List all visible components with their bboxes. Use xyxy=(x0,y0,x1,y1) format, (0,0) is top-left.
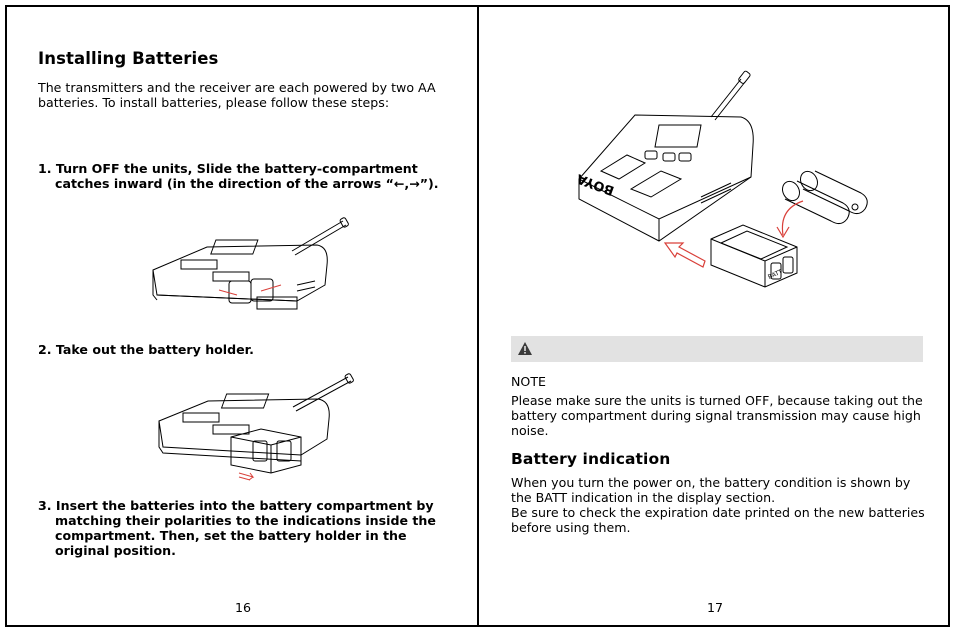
step-2: 2. Take out the battery holder. xyxy=(38,342,254,357)
step-3-line-3: compartment. Then, set the battery holde… xyxy=(55,528,407,543)
step-3-line-2: matching their polarities to the indicat… xyxy=(55,513,436,528)
intro-line-2: batteries. To install batteries, please … xyxy=(38,95,390,110)
note-line-2: battery compartment during signal transm… xyxy=(511,408,921,423)
step-3-line-1: 3. Insert the batteries into the battery… xyxy=(38,498,434,513)
body-line-3: Be sure to check the expiration date pri… xyxy=(511,505,925,520)
battery-indication-heading: Battery indication xyxy=(511,450,671,468)
step-3-line-4: original position. xyxy=(55,543,176,558)
note-line-1: Please make sure the units is turned OFF… xyxy=(511,393,923,408)
device-brand-label: BOYA xyxy=(575,170,617,197)
note-paragraph: Please make sure the units is turned OFF… xyxy=(511,393,923,438)
warning-triangle-icon xyxy=(518,342,532,355)
page-number-17: 17 xyxy=(707,600,724,615)
body-line-2: the BATT indication in the display secti… xyxy=(511,490,776,505)
intro-line-1: The transmitters and the receiver are ea… xyxy=(38,80,436,95)
step-1-line-1: 1. Turn OFF the units, Slide the battery… xyxy=(38,161,418,176)
step-3: 3. Insert the batteries into the battery… xyxy=(38,498,436,558)
body-line-4: before using them. xyxy=(511,520,631,535)
unit-catches-illustration xyxy=(152,217,349,310)
page-number-16: 16 xyxy=(235,600,252,615)
warning-bar xyxy=(511,336,923,362)
battery-indication-paragraph: When you turn the power on, the battery … xyxy=(511,475,925,535)
manual-page-16: Installing Batteries The transmitters an… xyxy=(5,5,479,627)
battery-insertion-illustration: BOYA BATT xyxy=(575,70,868,288)
step-1: 1. Turn OFF the units, Slide the battery… xyxy=(38,161,439,191)
intro-paragraph: The transmitters and the receiver are ea… xyxy=(38,80,436,110)
remove-battery-holder-illustration xyxy=(158,373,354,481)
note-line-3: noise. xyxy=(511,423,549,438)
installing-batteries-heading: Installing Batteries xyxy=(38,49,219,68)
body-line-1: When you turn the power on, the battery … xyxy=(511,475,911,490)
note-label: NOTE xyxy=(511,374,546,389)
step-1-line-2: catches inward (in the direction of the … xyxy=(55,176,439,191)
manual-page-17: BOYA BATT NOTE Please make sure the unit… xyxy=(477,5,950,627)
